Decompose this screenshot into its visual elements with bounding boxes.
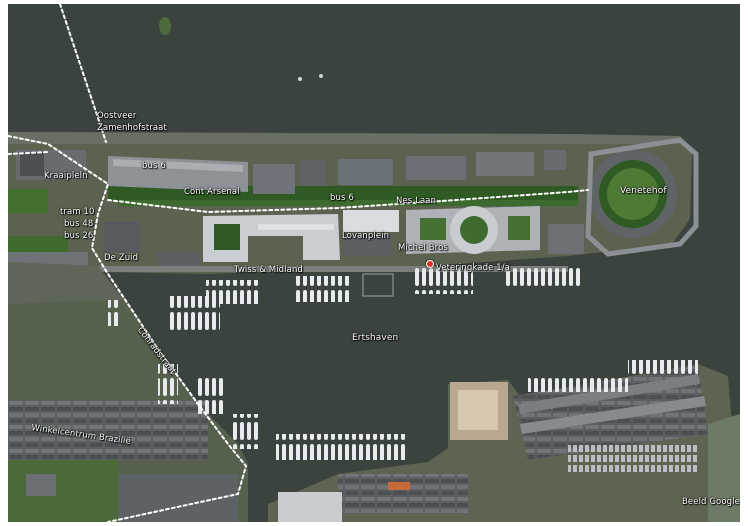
small-island — [159, 17, 171, 35]
lovanplein-label: Lovanplein — [342, 231, 390, 241]
attribution-label: Beeld Google — [682, 497, 740, 507]
location-pin-icon[interactable] — [426, 260, 434, 268]
bus-stop-label: bus 26 — [64, 231, 94, 241]
aerial-imagery — [8, 4, 740, 522]
venetiehof-label: Venetehof — [620, 186, 667, 196]
bus-stop-label: bus 48 — [64, 219, 94, 229]
arsenal-label: Cont Arsenal — [184, 187, 240, 197]
address-label: Veteringkade 1/a — [436, 263, 510, 273]
ferry-and-transit-route — [8, 4, 589, 522]
de-zuid-label: De Zuid — [104, 253, 139, 263]
tram-stop-label: tram 10 — [60, 207, 95, 217]
bus-stop-label: bus 6 — [142, 161, 166, 171]
zamenhofstraat-label: Zamenhofstraat — [97, 123, 167, 133]
oostveer-label: Oostveer — [97, 111, 137, 121]
bus-stop-label: bus 6 — [330, 193, 354, 203]
winkelcentrum-roofs — [8, 400, 208, 460]
kraaiplein-label: Kraaipleln — [44, 171, 88, 181]
building-label: Michel Bros — [398, 243, 448, 253]
satellite-map[interactable]: Oostveer Zamenhofstraat bus 6 Kraaipleln… — [8, 4, 740, 522]
street-label: Nes Laan — [396, 196, 437, 206]
ertshaven-label: Ertshaven — [352, 333, 399, 343]
building-label: Twiss & Midland — [234, 265, 303, 275]
